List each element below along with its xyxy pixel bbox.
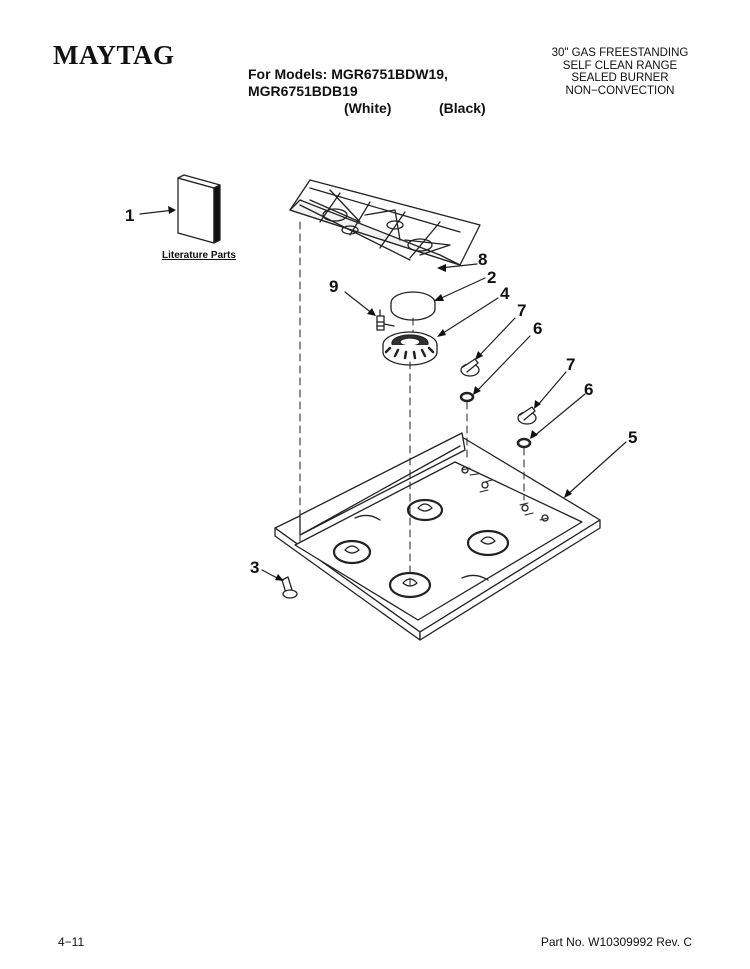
brand-logo: MAYTAG (53, 40, 175, 70)
callout-4: 4 (500, 284, 510, 303)
callout-7a: 7 (517, 301, 526, 320)
igniter-electrode (376, 309, 395, 331)
leader-arrowheads (168, 206, 572, 581)
model-info: For Models: MGR6751BDW19, MGR6751BDB19 (… (248, 66, 538, 117)
bezel-left (459, 391, 475, 403)
knob-right (517, 406, 537, 425)
callout-5: 5 (628, 428, 637, 447)
color-black: (Black) (439, 100, 486, 116)
leader-lines (139, 209, 627, 581)
maincooktop (274, 432, 601, 641)
part-number: Part No. W10309992 Rev. C (540, 935, 692, 949)
callout-8: 8 (478, 250, 487, 269)
desc-line-1: 30" GAS FREESTANDING (551, 47, 689, 59)
burner-grate (289, 179, 481, 266)
page-number: 4−11 (58, 935, 85, 949)
callout-1: 1 (125, 206, 134, 225)
burner-cap (390, 291, 436, 321)
models-line: For Models: MGR6751BDW19, MGR6751BDB19 (248, 66, 448, 99)
callout-9: 9 (329, 277, 338, 296)
callout-6b: 6 (584, 380, 593, 399)
callout-7b: 7 (566, 355, 575, 374)
burner-base (382, 331, 438, 366)
bezel-right (516, 437, 532, 449)
desc-line-3: SEALED BURNER (571, 72, 669, 84)
knob-left (460, 358, 480, 377)
callout-3: 3 (250, 558, 259, 577)
color-white: (White) (344, 100, 392, 116)
desc-line-2: SELF CLEAN RANGE (562, 59, 678, 72)
alignment-lines (299, 221, 525, 591)
literature-parts-label: Literature Parts (162, 250, 236, 261)
desc-line-4: NON−CONVECTION (565, 84, 675, 97)
screw (281, 576, 298, 599)
callout-2: 2 (487, 268, 496, 287)
product-description: 30" GAS FREESTANDING SELF CLEAN RANGE SE… (540, 47, 700, 97)
callout-6a: 6 (533, 319, 542, 338)
literature-parts-binder (177, 174, 221, 244)
